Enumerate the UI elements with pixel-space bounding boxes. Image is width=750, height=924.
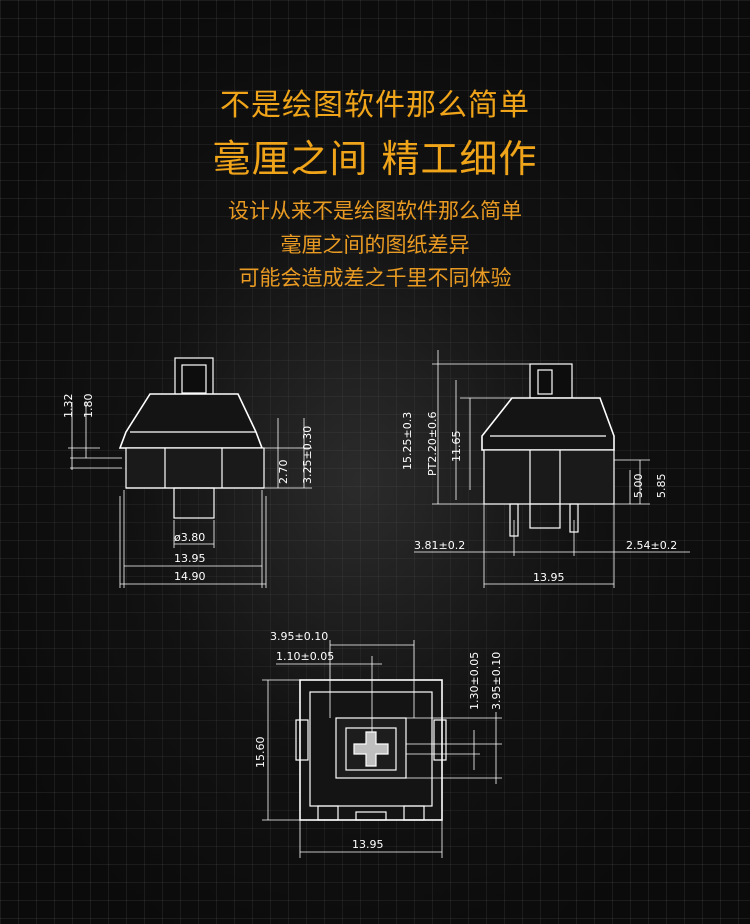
dim-side-15-25: 15.25±0.3 [401,412,414,470]
dim-top-1-30: 1.30±0.05 [468,652,481,710]
headline-secondary: 毫厘之间 精工细作 [212,137,538,181]
dim-top-3-95-h: 3.95±0.10 [490,652,503,710]
dim-front-2-70: 2.70 [277,460,290,485]
top-view-drawing [262,640,502,858]
description-line-2: 毫厘之间的图纸差异 [280,233,470,257]
dim-front-13-95: 13.95 [174,552,206,565]
side-view-drawing [414,350,690,588]
dim-top-3-95-w: 3.95±0.10 [270,630,328,643]
dim-front-1-80: 1.80 [82,394,95,419]
dim-side-pt: PT2.20±0.6 [426,411,439,476]
dim-front-diameter: ø3.80 [174,531,205,544]
description-line-3: 可能会造成差之千里不同体验 [238,266,512,290]
front-view-drawing [68,357,312,588]
dim-front-14-90: 14.90 [174,570,206,583]
dim-side-2-54: 2.54±0.2 [626,539,677,552]
description-line-1: 设计从来不是绘图软件那么简单 [228,199,522,223]
dim-top-1-10: 1.10±0.05 [276,650,334,663]
dim-top-13-95: 13.95 [352,838,384,851]
dim-side-5-00: 5.00 [632,474,645,499]
dim-side-5-85: 5.85 [655,474,668,499]
dim-side-13-95: 13.95 [533,571,565,584]
dim-front-3-25: 3.25±0.30 [301,426,314,484]
dim-front-1-32: 1.32 [62,394,75,419]
dim-top-15-60: 15.60 [254,737,267,769]
headline-primary: 不是绘图软件那么简单 [220,88,530,123]
dim-side-3-81: 3.81±0.2 [414,539,465,552]
dim-side-11-65: 11.65 [450,431,463,463]
